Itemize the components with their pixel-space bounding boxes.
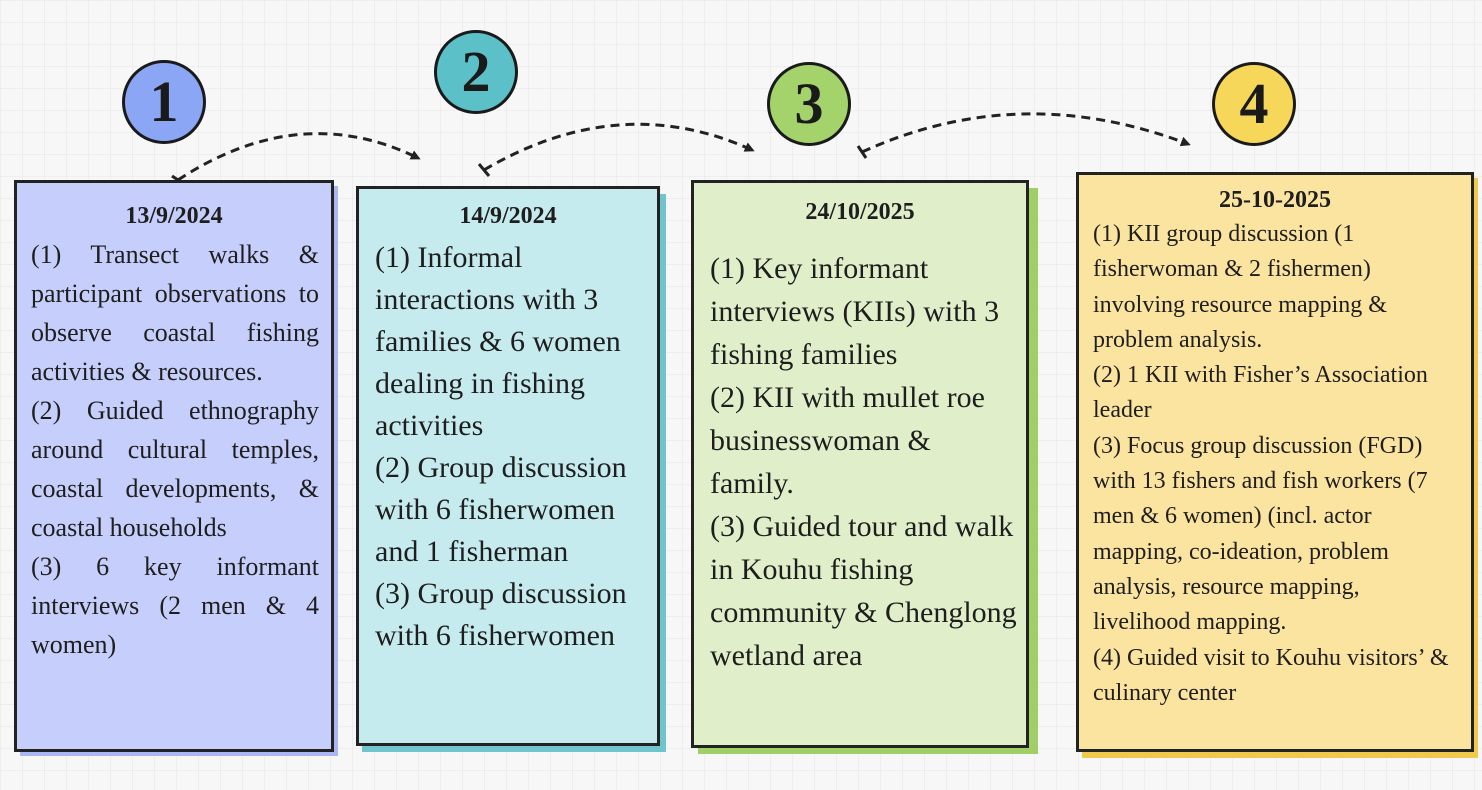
arrow-2-to-3 [483,122,755,172]
arrow-3-to-4 [861,112,1191,154]
arrow-1-to-2 [177,132,421,182]
step-card-4: 25-10-2025 (1) KII group discussion (1 f… [1076,172,1474,752]
step-description-2: (1) Informal interactions with 3 familie… [375,241,627,652]
step-number-badge-1: 1 [122,60,206,144]
step-card-3: 24/10/2025 (1) Key informant interviews … [691,180,1029,748]
step-description-3: (1) Key informant interviews (KIIs) with… [710,252,1017,672]
step-number-badge-4: 4 [1212,62,1296,146]
step-date-2: 14/9/2024 [459,203,557,229]
arrow-2-to-3-tail [477,163,491,177]
step-description-4: (1) KII group discussion (1 fisherwoman … [1093,221,1449,706]
step-description-1: (1) Transect walks & participant observa… [31,240,319,659]
arrow-3-to-4-tail [856,145,868,159]
step-card-1: 13/9/2024 (1) Transect walks & participa… [14,180,334,752]
step-date-1: 13/9/2024 [125,203,223,229]
step-date-3: 24/10/2025 [805,199,915,225]
step-date-4: 25-10-2025 [1219,187,1331,213]
step-number-badge-2: 2 [434,30,518,114]
step-number-badge-3: 3 [767,62,851,146]
step-card-2: 14/9/2024 (1) Informal interactions with… [356,186,660,746]
